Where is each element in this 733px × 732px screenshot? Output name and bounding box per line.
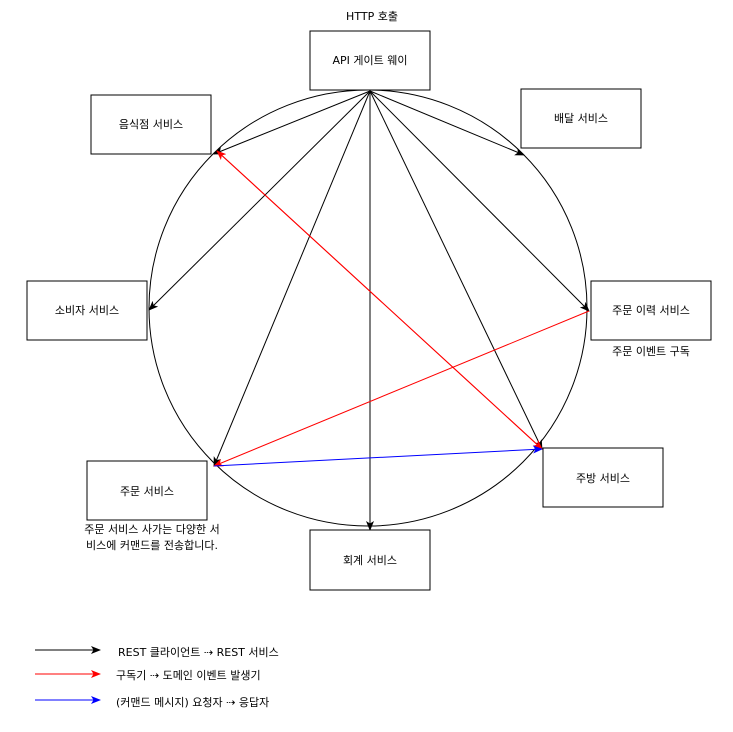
node-delivery[interactable]: 배달 서비스: [520, 88, 642, 149]
legend-label-event: 구독기 ⇢ 도메인 이벤트 발생기: [116, 669, 261, 682]
arrow-gateway-to-restaurant: [213, 90, 371, 155]
order-saga-note-line2: 비스에 커맨드를 전송합니다.: [86, 539, 218, 552]
arrow-gateway-to-order-history: [369, 90, 590, 312]
node-gateway-label: API 게이트 웨이: [333, 54, 408, 67]
arrow-gateway-to-kitchen: [369, 90, 543, 450]
node-order-label: 주문 서비스: [120, 485, 174, 498]
node-kitchen-label: 주방 서비스: [576, 472, 630, 485]
legend: REST 클라이언트 ⇢ REST 서비스 구독기 ⇢ 도메인 이벤트 발생기 …: [35, 646, 279, 709]
node-accounting[interactable]: 회계 서비스: [309, 529, 431, 591]
arrow-order-history-to-order: [213, 310, 590, 467]
node-order-history[interactable]: 주문 이력 서비스: [590, 280, 712, 341]
node-restaurant[interactable]: 음식점 서비스: [90, 94, 212, 155]
order-history-note: 주문 이벤트 구독: [612, 345, 690, 358]
legend-label-rest: REST 클라이언트 ⇢ REST 서비스: [118, 646, 279, 659]
node-gateway[interactable]: API 게이트 웨이: [309, 30, 431, 91]
event-arrows: [213, 150, 590, 467]
order-saga-note-line1: 주문 서비스 사가는 다양한 서: [84, 523, 219, 536]
node-order[interactable]: 주문 서비스: [86, 460, 208, 521]
node-kitchen[interactable]: 주방 서비스: [542, 447, 664, 508]
node-restaurant-label: 음식점 서비스: [119, 118, 183, 131]
node-accounting-label: 회계 서비스: [343, 554, 397, 567]
service-ring: [148, 89, 588, 527]
rest-arrows: [148, 90, 590, 531]
http-call-label: HTTP 호출: [346, 10, 398, 23]
node-consumer-label: 소비자 서비스: [55, 304, 119, 317]
node-consumer[interactable]: 소비자 서비스: [26, 280, 148, 341]
node-order-history-label: 주문 이력 서비스: [612, 304, 690, 317]
legend-label-command: (커맨드 메시지) 요청자 ⇢ 응답자: [116, 696, 269, 709]
node-delivery-label: 배달 서비스: [554, 112, 608, 125]
arrow-gateway-to-order: [213, 90, 371, 467]
arrow-order-to-kitchen: [213, 445, 543, 467]
arrow-restaurant-to-kitchen: [216, 150, 543, 450]
arrow-gateway-to-delivery: [369, 90, 525, 156]
arrow-gateway-to-consumer: [148, 90, 371, 311]
